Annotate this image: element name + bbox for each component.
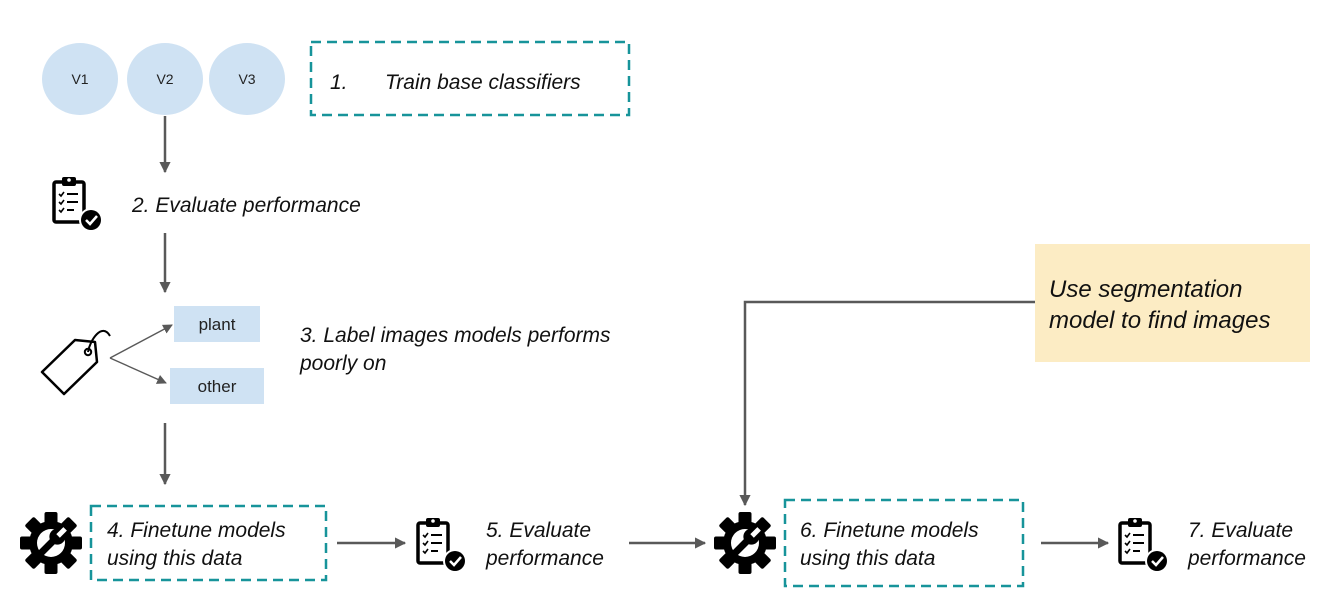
step6-text-line1: 6. Finetune models	[800, 519, 979, 542]
step2-text: 2. Evaluate performance	[131, 194, 361, 217]
step6-text-line2: using this data	[800, 547, 935, 570]
step1-box	[309, 40, 631, 117]
clipboard-check-icon	[52, 175, 105, 234]
step7-text-line2: performance	[1187, 547, 1306, 570]
arrow-note-to-step6	[739, 300, 1035, 507]
branch-to-other	[109, 357, 167, 384]
step6-box	[783, 498, 1025, 588]
price-tag-icon	[40, 329, 111, 396]
step3-text-line2: poorly on	[299, 352, 386, 375]
circle-v3	[209, 43, 285, 115]
model-circles: V1 V2 V3	[42, 43, 285, 115]
step4-box	[89, 504, 328, 582]
circle-v1-label: V1	[71, 71, 88, 87]
step1-text: Train base classifiers	[385, 71, 581, 94]
label-plant-text: plant	[199, 315, 236, 334]
step5-text-line2: performance	[485, 547, 604, 570]
segmentation-note-line1: Use segmentation	[1049, 276, 1242, 303]
label-plant-box	[174, 306, 260, 342]
circle-v3-label: V3	[238, 71, 255, 87]
step1-number: 1.	[330, 71, 348, 94]
clipboard-check-icon	[1118, 516, 1171, 575]
step5-text-line1: 5. Evaluate	[486, 519, 591, 542]
step3-text-line1: 3. Label images models performs	[300, 324, 611, 347]
clipboard-check-icon	[416, 516, 469, 575]
gear-wrench-icon	[714, 512, 776, 574]
step4-text-line1: 4. Finetune models	[107, 519, 286, 542]
step7-text-line1: 7. Evaluate	[1188, 519, 1293, 542]
segmentation-note-box	[1035, 244, 1310, 362]
branch-to-plant	[109, 324, 173, 359]
label-other-text: other	[198, 377, 237, 396]
circle-v2-label: V2	[156, 71, 173, 87]
gear-wrench-icon	[20, 512, 82, 574]
segmentation-note-line2: model to find images	[1049, 307, 1270, 334]
circle-v1	[42, 43, 118, 115]
step4-text-line2: using this data	[107, 547, 242, 570]
label-other-box	[170, 368, 264, 404]
circle-v2	[127, 43, 203, 115]
